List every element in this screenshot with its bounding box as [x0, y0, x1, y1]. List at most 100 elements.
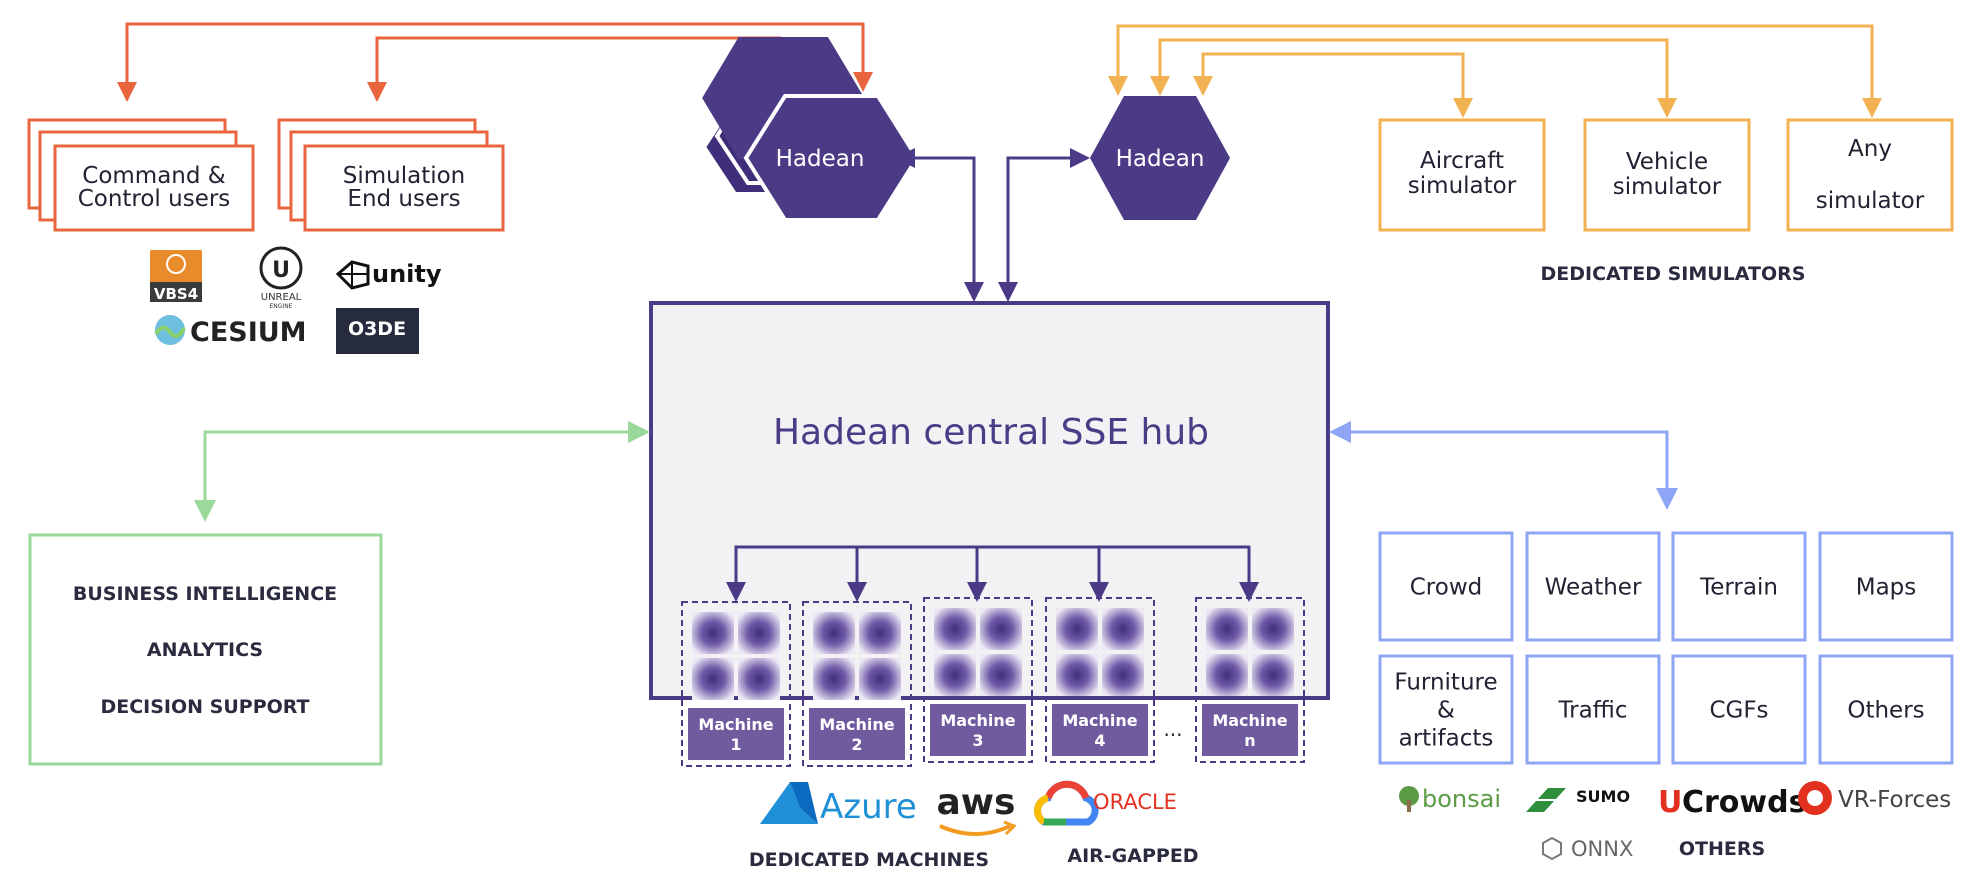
arrowhead: [117, 82, 137, 102]
bi-line2: ANALYTICS: [147, 639, 263, 661]
compute-core: [1102, 654, 1144, 696]
arrowhead: [1150, 76, 1170, 96]
air-gapped-caption: AIR-GAPPED: [1067, 845, 1198, 867]
o3de-logo: O3DE: [336, 308, 419, 354]
arrowhead: [628, 421, 650, 443]
machine-label-line1: Machine: [819, 715, 894, 734]
vehicle-line1: Vehicle: [1626, 149, 1708, 175]
module-box-1: Weather: [1525, 531, 1661, 642]
unreal-engine-logo: U UNREAL ENGINE: [259, 246, 303, 310]
arrowhead: [726, 582, 746, 602]
machine-label-line2: 3: [972, 731, 983, 750]
connector-hub-hadean-left: [908, 156, 976, 285]
module-frame: [1525, 531, 1661, 642]
machine-label-line1: Machine: [1062, 711, 1137, 730]
connector-hub-hadean-right: [1006, 156, 1080, 285]
arrowhead: [194, 500, 216, 522]
arrowhead: [847, 582, 867, 602]
bonsai-text: bonsai: [1422, 785, 1501, 813]
machine-label-box: [688, 708, 784, 760]
module-box-7: Others: [1818, 654, 1954, 765]
azure-logo: Azure: [760, 782, 917, 827]
module-label: Crowd: [1410, 575, 1483, 601]
google-cloud-logo: [1034, 780, 1099, 826]
ucrowds-text: Crowds: [1682, 785, 1806, 820]
machine-label-line2: n: [1244, 731, 1255, 750]
amber-connectors: [1116, 24, 1874, 102]
azure-text: Azure: [820, 787, 917, 827]
modules-grid: Crowd Weather Terrain MapsFurniture&artifac…: [1378, 531, 1954, 765]
machine-label-box: [930, 704, 1026, 756]
arrowhead: [1453, 98, 1473, 118]
arrowhead: [998, 282, 1018, 302]
compute-core: [813, 612, 855, 654]
command-control-users-box: [27, 118, 255, 232]
module-label: &: [1437, 698, 1455, 724]
compute-core: [1056, 608, 1098, 650]
compute-core: [1206, 654, 1248, 696]
compute-core: [980, 654, 1022, 696]
module-frame: [1525, 654, 1661, 765]
connector-vehicle-simulator: [1158, 38, 1669, 102]
module-label: Furniture: [1394, 670, 1497, 696]
simulation-end-line1: Simulation: [343, 163, 466, 189]
aws-text: aws: [937, 782, 1016, 823]
bi-line3: DECISION SUPPORT: [100, 696, 309, 718]
module-box-3: Maps: [1818, 531, 1954, 642]
amber-arrowheads: [1108, 76, 1882, 118]
dedicated-machines-caption: DEDICATED MACHINES: [749, 849, 989, 871]
cesium-text: CESIUM: [190, 317, 307, 348]
compute-core: [738, 658, 780, 700]
module-frame: [1818, 654, 1954, 765]
machine-label-line1: Machine: [940, 711, 1015, 730]
command-control-line2: Control users: [78, 186, 231, 212]
connector-aircraft-simulator: [1201, 52, 1465, 102]
module-frame: [1378, 654, 1514, 765]
machine-label-box: [1052, 704, 1148, 756]
arrowhead: [1239, 582, 1259, 602]
compute-core: [738, 612, 780, 654]
arrowhead: [1862, 98, 1882, 118]
module-frame: [1818, 531, 1954, 642]
compute-core: [934, 608, 976, 650]
sumo-logo: SUMO: [1526, 787, 1630, 812]
module-label: Terrain: [1699, 575, 1778, 601]
module-box-2: Terrain: [1671, 531, 1807, 642]
arrowhead: [1329, 421, 1351, 443]
unity-logo: unity: [335, 260, 442, 290]
green-arrowheads: [194, 421, 650, 522]
ucrowds-u: U: [1658, 785, 1682, 820]
machine-label-line1: Machine: [1212, 711, 1287, 730]
vr-forces-text: VR-Forces: [1838, 787, 1951, 813]
simulation-end-line2: End users: [347, 186, 460, 212]
module-box-4: Furniture&artifacts: [1378, 654, 1514, 765]
connector-any-simulator: [1116, 24, 1874, 102]
others-caption: OTHERS: [1679, 838, 1765, 860]
any-line1: Any: [1848, 136, 1892, 162]
compute-core: [859, 612, 901, 654]
svg-text:U: U: [272, 258, 290, 283]
module-label: Others: [1847, 698, 1924, 724]
hub-title: Hadean central SSE hub: [773, 412, 1209, 453]
machine-label-line2: 1: [730, 735, 741, 754]
arrowhead: [967, 582, 987, 602]
arrowhead: [1656, 488, 1678, 510]
machine-dashed-frame: [1045, 597, 1155, 763]
dedicated-simulators-caption: DEDICATED SIMULATORS: [1541, 263, 1806, 285]
arrowhead: [853, 72, 873, 92]
hadean-right-label: Hadean: [1116, 146, 1205, 172]
aircraft-line1: Aircraft: [1420, 148, 1504, 174]
aircraft-simulator-box: [1378, 118, 1546, 232]
machine-label-line1: Machine: [698, 715, 773, 734]
vehicle-line2: simulator: [1613, 174, 1722, 200]
compute-core: [1102, 608, 1144, 650]
machine-label-line2: 4: [1094, 731, 1105, 750]
aircraft-line2: simulator: [1408, 173, 1517, 199]
machine-dashed-frame: [802, 601, 912, 767]
compute-core: [1252, 608, 1294, 650]
arrowhead: [1193, 76, 1213, 96]
module-frame: [1671, 531, 1807, 642]
